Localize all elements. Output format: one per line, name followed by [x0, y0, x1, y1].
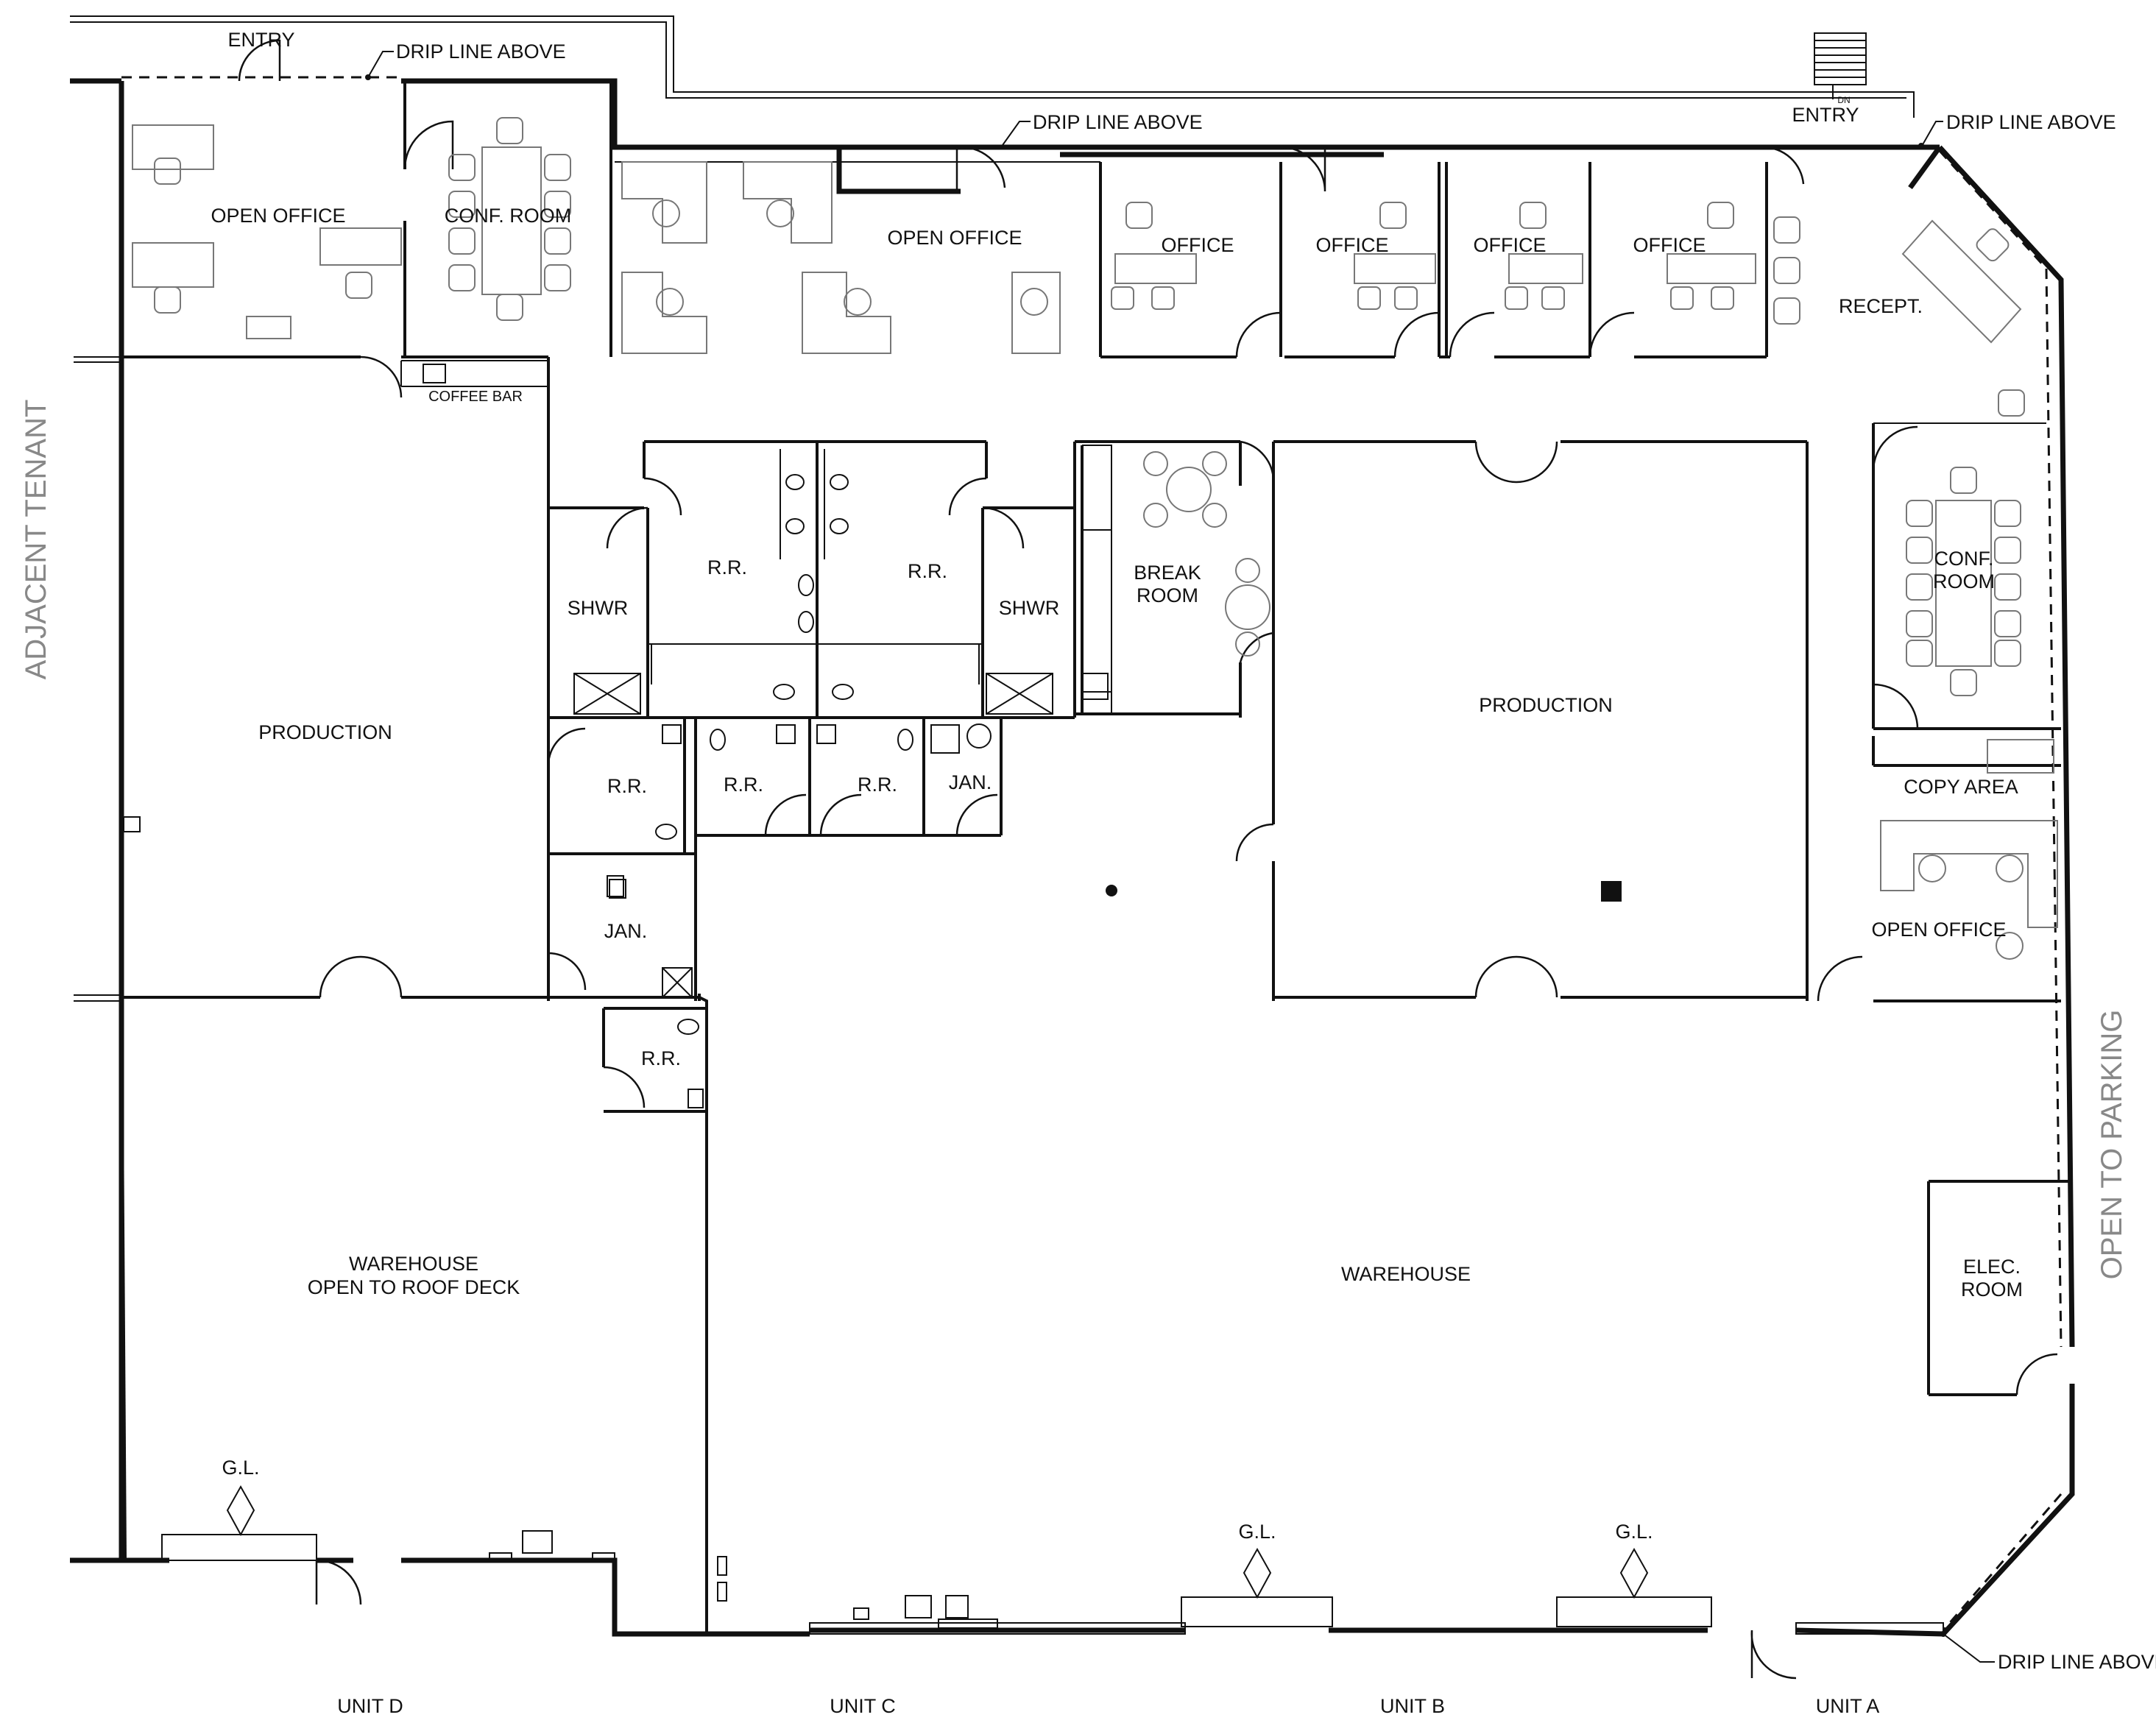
open-office-1-label: OPEN OFFICE: [211, 205, 345, 227]
unit-d-label: UNIT D: [337, 1695, 403, 1717]
rr-lower-1-label: R.R.: [607, 775, 647, 797]
entry-left-label: ENTRY: [227, 29, 294, 51]
office-1-label: OFFICE: [1162, 234, 1234, 256]
gl-1-label: G.L.: [222, 1457, 259, 1479]
unit-a-label: UNIT A: [1816, 1695, 1880, 1717]
office-4-label: OFFICE: [1633, 234, 1706, 256]
doors: [238, 39, 2058, 1680]
production-right-label: PRODUCTION: [1479, 694, 1613, 716]
warehouse-main-label: WAREHOUSE: [1341, 1263, 1471, 1285]
rr-lower-3-label: R.R.: [858, 774, 897, 796]
shwr-right-label: SHWR: [999, 597, 1060, 619]
open-office-3-label: OPEN OFFICE: [1871, 919, 2006, 941]
elec-room-label-1: ELEC.: [1963, 1256, 2021, 1278]
rr-lower-4-label: R.R.: [641, 1047, 681, 1069]
office-2-label: OFFICE: [1316, 234, 1389, 256]
break-room-label-2: ROOM: [1137, 584, 1198, 606]
open-to-parking-label: OPEN TO PARKING: [2096, 1010, 2128, 1280]
office-3-label: OFFICE: [1474, 234, 1547, 256]
jan-2-label: JAN.: [604, 920, 648, 942]
production-left-label: PRODUCTION: [258, 721, 392, 743]
elec-room-label-2: ROOM: [1961, 1278, 2023, 1301]
warehouse-left-label-1: WAREHOUSE: [349, 1253, 478, 1275]
unit-labels: UNIT D UNIT C UNIT B UNIT A: [337, 1695, 1879, 1717]
gl-3-label: G.L.: [1615, 1521, 1653, 1543]
entry-right-label: ENTRY: [1792, 104, 1859, 126]
furniture: [123, 32, 2058, 1635]
drip-line-label-1: DRIP LINE ABOVE: [396, 40, 566, 63]
rr-lower-2-label: R.R.: [724, 774, 763, 796]
drip-line-label-4: DRIP LINE ABOVE: [1998, 1651, 2156, 1673]
copy-area-label: COPY AREA: [1904, 776, 2018, 798]
open-office-2-label: OPEN OFFICE: [887, 227, 1022, 249]
shwr-left-label: SHWR: [568, 597, 629, 619]
unit-c-label: UNIT C: [830, 1695, 896, 1717]
conf-room-2-label-1: CONF.: [1934, 548, 1994, 570]
recept-label: RECEPT.: [1839, 295, 1923, 317]
coffee-bar-label: COFFEE BAR: [428, 389, 523, 405]
warehouse-left-label-2: OPEN TO ROOF DECK: [308, 1276, 520, 1298]
annotation-labels: DRIP LINE ABOVE DRIP LINE ABOVE DRIP LIN…: [20, 40, 2156, 1673]
gl-2-label: G.L.: [1238, 1521, 1276, 1543]
jan-1-label: JAN.: [949, 771, 992, 793]
break-room-label-1: BREAK: [1134, 562, 1201, 584]
conf-room-1-label: CONF. ROOM: [445, 205, 572, 227]
exterior-walls: [70, 15, 2075, 1637]
drip-line-label-3: DRIP LINE ABOVE: [1946, 111, 2116, 133]
interior-walls: [120, 81, 2072, 1634]
rr-upper-left-label: R.R.: [707, 556, 747, 579]
room-labels: ENTRY ENTRY DN OPEN OFFICE CONF. ROOM OP…: [211, 29, 2023, 1543]
drip-line-label-2: DRIP LINE ABOVE: [1033, 111, 1203, 133]
adjacent-tenant-label: ADJACENT TENANT: [20, 400, 52, 680]
stair-dn-label: DN: [1837, 95, 1850, 105]
conf-room-2-label-2: ROOM: [1933, 570, 1995, 592]
rr-upper-right-label: R.R.: [908, 560, 947, 582]
unit-b-label: UNIT B: [1380, 1695, 1445, 1717]
drip-lines: [121, 51, 2063, 1663]
